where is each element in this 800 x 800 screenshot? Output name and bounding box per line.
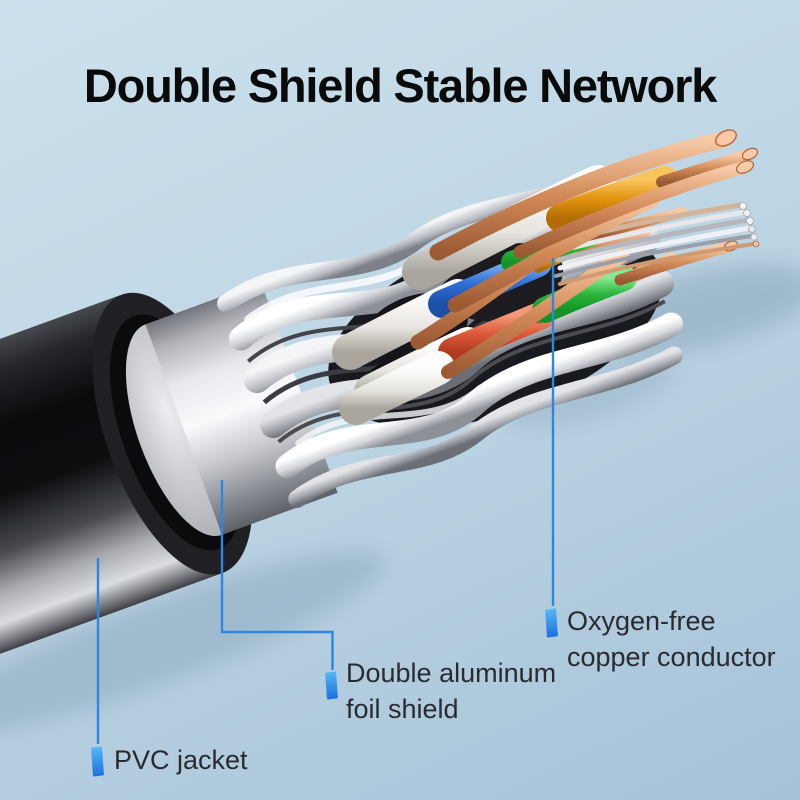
wire-green: [532, 265, 637, 323]
copper-conductor: [531, 252, 679, 324]
wire-white: [339, 351, 455, 425]
label-pvc-jacket: PVC jacket: [114, 742, 248, 778]
wire-blue: [428, 249, 552, 318]
callout-line-foil-shield: [220, 480, 334, 670]
copper-conductor: [447, 192, 660, 313]
copper-conductor: [614, 241, 734, 286]
label-foil-shield-line2: foil shield: [346, 694, 459, 724]
stranded-shield-rope: [549, 202, 760, 286]
copper-conductor: [513, 161, 749, 259]
wire-white: [402, 165, 616, 290]
label-copper-conductor: Oxygen-free copper conductor: [567, 603, 776, 675]
copper-conductor: [582, 207, 688, 242]
twisted-pairs: [332, 129, 760, 425]
wire-blue-dark: [359, 307, 423, 349]
page-title: Double Shield Stable Network: [83, 59, 718, 112]
copper-conductor: [528, 225, 651, 271]
copper-conductor: [441, 249, 629, 379]
label-copper-conductor-line1: Oxygen-free: [567, 606, 716, 636]
wire-orange: [546, 166, 679, 232]
copper-conductor: [410, 226, 580, 350]
callout-marker-pvc-jacket: [91, 746, 104, 777]
label-foil-shield-line1: Double aluminum: [346, 658, 557, 688]
wire-red: [438, 301, 556, 366]
braided-shield: [217, 160, 684, 508]
wire-white: [332, 279, 476, 370]
wire-white: [354, 327, 486, 410]
label-pvc-jacket-text: PVC jacket: [114, 745, 248, 775]
label-copper-conductor-line2: copper conductor: [567, 642, 776, 672]
wire-orange-tip: [533, 247, 577, 273]
pvc-jacket: [0, 292, 253, 703]
wire-green: [501, 225, 601, 273]
copper-conductor: [656, 149, 753, 188]
aluminum-foil-shield: [125, 282, 338, 536]
copper-conductor: [429, 131, 731, 261]
callout-marker-copper-conductor: [545, 608, 558, 638]
callout-marker-foil-shield: [325, 671, 338, 700]
label-foil-shield: Double aluminum foil shield: [346, 655, 556, 727]
